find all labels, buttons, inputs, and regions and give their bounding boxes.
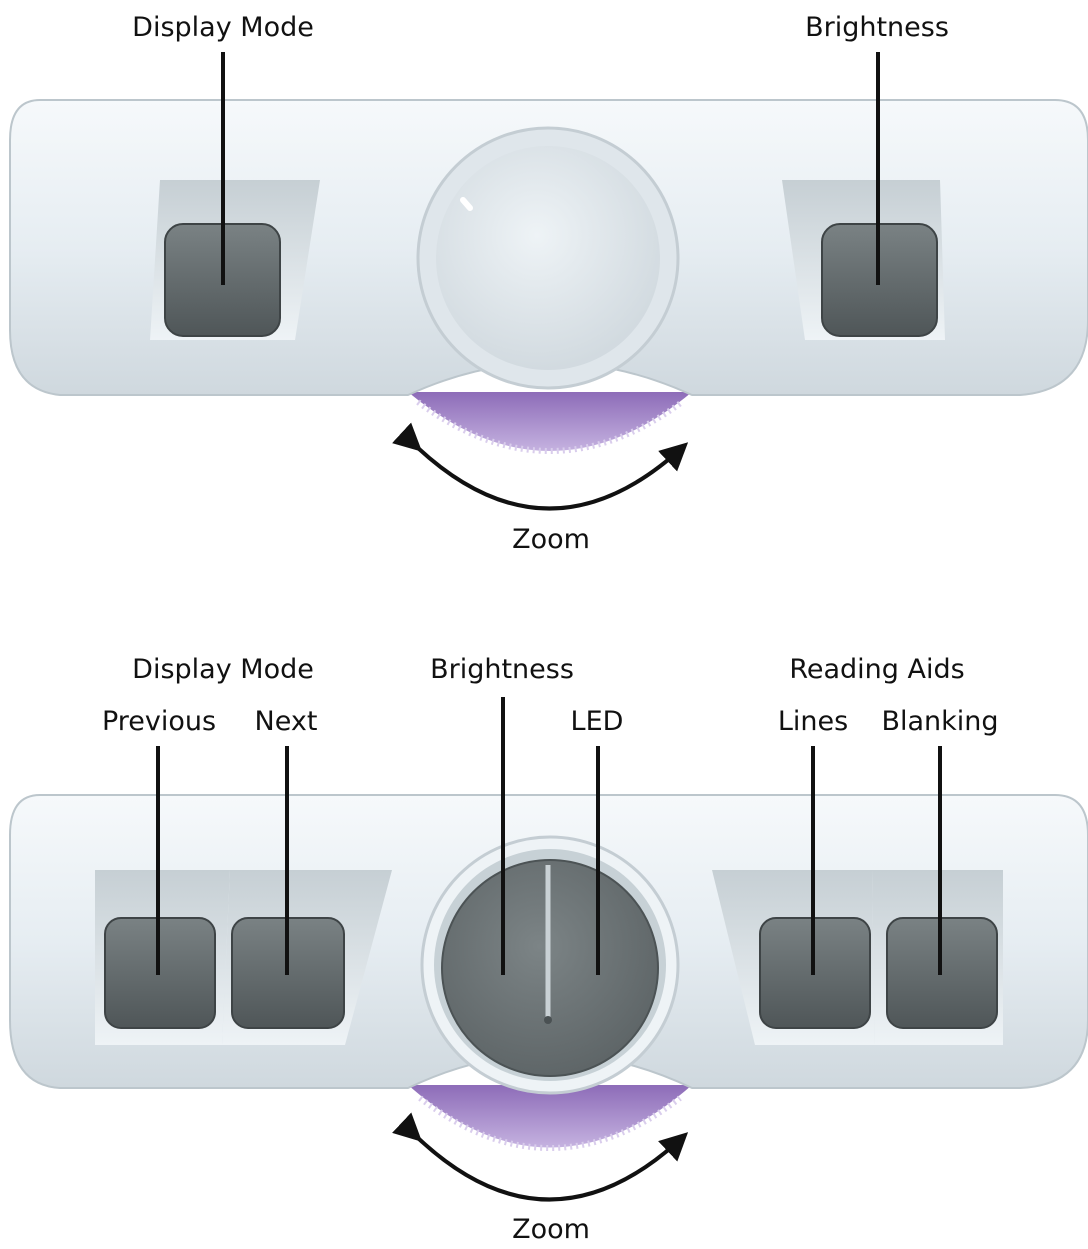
label-zoom-2: Zoom [512,1214,590,1245]
label-lines: Lines [777,706,849,737]
label-reading-aids: Reading Aids [789,654,965,685]
zoom-arc-bottom [392,1112,689,1202]
label-display-mode-2: Display Mode [132,654,314,685]
device-top [9,52,1088,511]
label-brightness-2: Brightness [430,654,574,685]
device-bottom [9,697,1088,1202]
zoom-arc-top [392,422,689,511]
label-brightness: Brightness [805,12,949,43]
label-zoom: Zoom [512,524,590,555]
label-display-mode: Display Mode [132,12,314,43]
lens [436,146,660,370]
label-previous: Previous [101,706,217,737]
label-next: Next [254,706,318,737]
zoom-dial-purple [408,392,692,451]
label-led: LED [570,706,624,737]
label-blanking: Blanking [881,706,999,737]
